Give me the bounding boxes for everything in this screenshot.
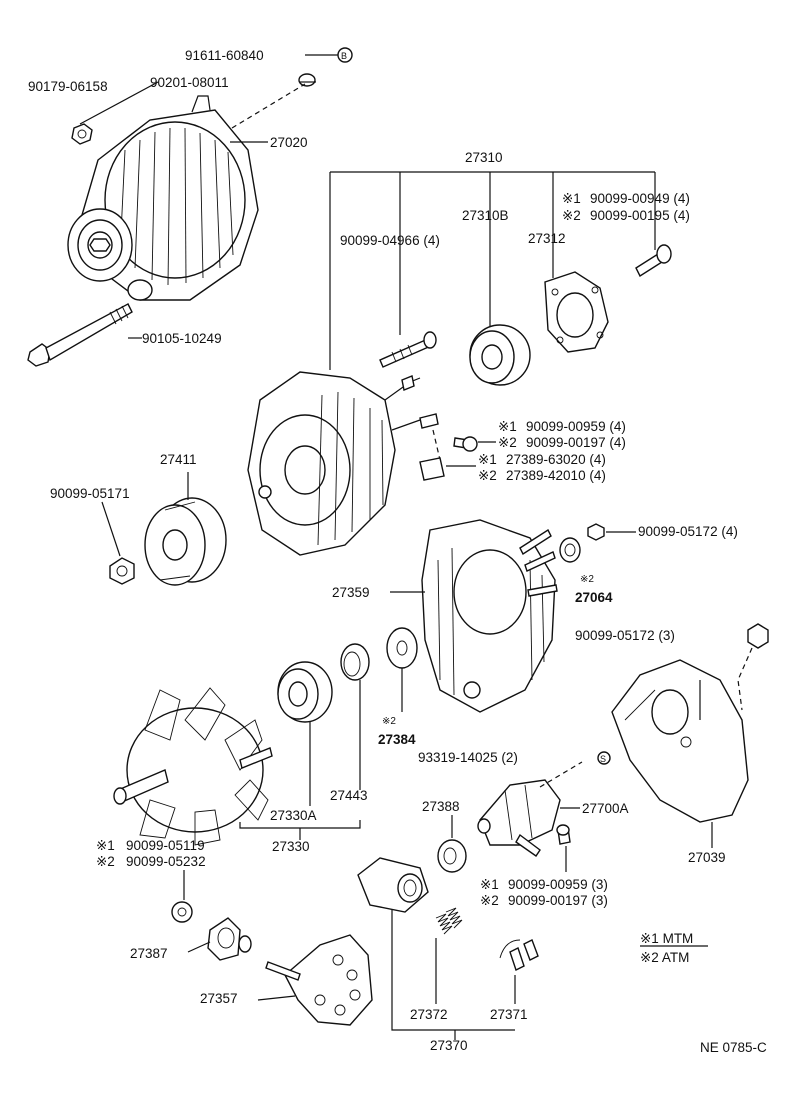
retainer-plate-27312 xyxy=(544,271,609,353)
label-93319-14025: 93319-14025 (2) xyxy=(418,750,518,765)
label-90099-00959-4: 90099-00959 (4) xyxy=(526,419,626,434)
label-90099-05172-3: 90099-05172 (3) xyxy=(575,628,675,643)
label-27310b: 27310B xyxy=(462,208,509,223)
collar-27387 xyxy=(207,917,252,961)
nut-90099-05172-b xyxy=(747,623,769,649)
screw-90099-00959-b xyxy=(556,824,571,845)
label-mark1-g: ※1 xyxy=(480,877,499,892)
regulator-27700a xyxy=(477,779,561,857)
bearing-27310b xyxy=(469,324,531,386)
brushes-27371 xyxy=(499,939,539,971)
label-90099-00197-4: 90099-00197 (4) xyxy=(526,435,626,450)
rotor-27330 xyxy=(113,687,273,846)
label-circle-s: S xyxy=(600,754,606,764)
label-27443: 27443 xyxy=(330,788,368,803)
part-labels: 91611-60840 B 90179-06158 90201-08011 27… xyxy=(28,47,767,1055)
label-91611-60840: 91611-60840 xyxy=(185,48,264,63)
label-27389-63020: 27389-63020 (4) xyxy=(506,452,606,467)
label-mark2-e: ※2 xyxy=(382,716,396,727)
label-90099-04966: 90099-04966 (4) xyxy=(340,233,440,248)
nut-90099-05171 xyxy=(109,557,135,585)
bushing-90099-05119 xyxy=(171,901,193,923)
label-27330a: 27330A xyxy=(270,808,317,823)
stud-90099-04966 xyxy=(379,331,437,368)
washer-27384 xyxy=(386,627,418,669)
label-90099-00959-3: 90099-00959 (3) xyxy=(508,877,608,892)
label-mark2-b: ※2 xyxy=(498,435,517,450)
label-27312: 27312 xyxy=(528,231,566,246)
bearing-cover-27443 xyxy=(340,643,370,681)
rectifier-holder-27357 xyxy=(265,934,373,1026)
label-27411: 27411 xyxy=(160,452,197,467)
label-90099-00197-3: 90099-00197 (3) xyxy=(508,893,608,908)
washer-90201-08011 xyxy=(298,73,316,87)
label-27039: 27039 xyxy=(688,850,726,865)
alternator-assembly-27020 xyxy=(67,95,259,301)
footer-code: NE 0785-C xyxy=(700,1040,767,1055)
label-27330: 27330 xyxy=(272,839,310,854)
drive-end-frame xyxy=(247,371,439,556)
rectifier-end-frame-27359 xyxy=(421,519,558,713)
label-90099-05172-4: 90099-05172 (4) xyxy=(638,524,738,539)
label-27359: 27359 xyxy=(332,585,370,600)
pulley-27411 xyxy=(144,497,227,586)
label-27389-42010: 27389-42010 (4) xyxy=(506,468,606,483)
label-90099-00949: 90099-00949 (4) xyxy=(590,191,690,206)
label-circle-b: B xyxy=(341,51,347,61)
washer-27064 xyxy=(559,537,581,563)
legend-atm: ※2 ATM xyxy=(640,950,689,965)
brush-holder xyxy=(357,857,429,913)
rear-end-cover-27039 xyxy=(611,659,749,823)
bearing-27388 xyxy=(437,839,467,873)
label-90099-05232: 90099-05232 xyxy=(126,854,206,869)
legend-mtm: ※1 MTM xyxy=(640,931,693,946)
label-27384: 27384 xyxy=(378,732,416,747)
screw-90099-00949 xyxy=(635,244,672,278)
label-90179-06158: 90179-06158 xyxy=(28,79,108,94)
label-90099-05171: 90099-05171 xyxy=(50,486,130,501)
label-mark1-f: ※1 xyxy=(96,838,115,853)
label-mark1-b: ※1 xyxy=(498,419,517,434)
label-27357: 27357 xyxy=(200,991,238,1006)
label-27388: 27388 xyxy=(422,799,460,814)
label-27372: 27372 xyxy=(410,1007,448,1022)
label-mark2-a: ※2 xyxy=(562,208,581,223)
label-90105-10249: 90105-10249 xyxy=(142,331,222,346)
label-mark2-f: ※2 xyxy=(96,854,115,869)
label-90099-05119: 90099-05119 xyxy=(126,838,205,853)
label-mark1-a: ※1 xyxy=(562,191,581,206)
nut-90179-06158 xyxy=(71,123,93,145)
nut-90099-05172-a xyxy=(587,523,605,541)
label-27020: 27020 xyxy=(270,135,308,150)
label-27370: 27370 xyxy=(430,1038,468,1053)
label-90099-00195: 90099-00195 (4) xyxy=(590,208,690,223)
label-27310: 27310 xyxy=(465,150,503,165)
label-27371: 27371 xyxy=(490,1007,528,1022)
bolt-90105-10249 xyxy=(27,303,133,367)
insulator-27389 xyxy=(419,457,445,481)
label-mark2-c: ※2 xyxy=(478,468,497,483)
label-mark2-d: ※2 xyxy=(580,574,594,585)
label-mark2-g: ※2 xyxy=(480,893,499,908)
label-27700a: 27700A xyxy=(582,801,629,816)
label-mark1-c: ※1 xyxy=(478,452,497,467)
label-27387: 27387 xyxy=(130,946,168,961)
screw-90099-00959 xyxy=(453,436,478,452)
brush-springs-27372 xyxy=(435,907,463,935)
screw-93319-14025 xyxy=(597,751,611,765)
label-27064: 27064 xyxy=(575,590,613,605)
label-90201-08011: 90201-08011 xyxy=(150,75,229,90)
bearing-27330a xyxy=(277,661,333,723)
